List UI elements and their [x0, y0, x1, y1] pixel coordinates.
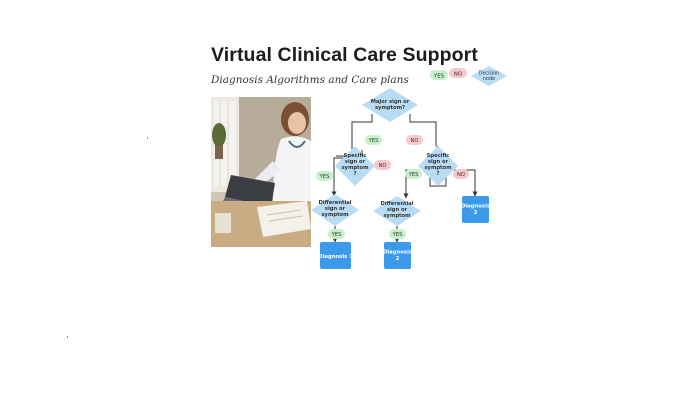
major-yes-label: YES: [368, 138, 379, 144]
differential-left-line-1: Differential: [318, 200, 351, 206]
legend: YES NO Decision node: [430, 66, 507, 86]
legend-no-label: NO: [454, 72, 463, 78]
stray-dot: [147, 137, 148, 139]
legend-yes-pill: [430, 70, 448, 80]
differential-left-line-3: symptom: [321, 212, 348, 218]
major-line-2: symptom?: [375, 105, 405, 111]
legend-yes-label: YES: [433, 74, 445, 80]
legend-decision-line-2: node: [483, 76, 495, 82]
left-yes-pill: [316, 171, 333, 181]
diagnosis-2-box: Diagnosis 2: [383, 242, 412, 269]
diagnosis-3-box: Diagnosis 3: [461, 196, 490, 223]
major-line-1: Major sign or: [371, 99, 410, 105]
page-title: Virtual Clinical Care Support: [211, 44, 478, 66]
differential-sign-decision-node-left: Differential sign or symptom: [311, 194, 359, 226]
differential-left-line-2: sign or: [325, 206, 346, 212]
diagnosis-2-line-2: 2: [396, 256, 400, 262]
specific-sign-decision-node-left: Specific sign or symptom ?: [335, 146, 375, 186]
differential-right-line-1: Differential: [380, 201, 413, 207]
major-no-label: NO: [411, 138, 419, 144]
specific-right-line-4: ?: [436, 171, 439, 177]
diagnosis-1-label: Diagnosis 1: [318, 254, 353, 260]
specific-sign-decision-node-right: Specific sign or symptom ?: [418, 146, 458, 186]
legend-decision-line-1: Decision: [479, 71, 499, 77]
legend-decision-node-diamond: [471, 66, 507, 86]
left-no-pill: [374, 160, 391, 170]
stray-dot: [67, 336, 68, 338]
major-yes-pill: [365, 135, 382, 145]
diagnosis-1-box: Diagnosis 1: [318, 242, 353, 269]
specific-right-line-2: sign or: [428, 159, 449, 165]
diagnosis-3-line-1: Diagnosis: [461, 204, 490, 210]
legend-no-pill: [449, 68, 467, 78]
specific-left-line-2: sign or: [345, 159, 366, 165]
diff-left-yes-label: YES: [331, 232, 342, 238]
major-no-pill: [406, 135, 423, 145]
specific-right-line-3: symptom: [424, 165, 451, 171]
clinician-photo: [211, 97, 311, 247]
diff-right-yes-label: YES: [392, 232, 403, 238]
left-yes-label: YES: [319, 174, 330, 180]
diff-right-yes-pill: [389, 229, 406, 239]
right-yes-label: YES: [408, 172, 419, 178]
left-no-label: NO: [379, 163, 387, 169]
specific-left-line-1: Specific: [344, 153, 367, 159]
differential-right-line-2: sign or: [387, 207, 408, 213]
differential-sign-decision-node-right: Differential sign or symptom: [373, 196, 421, 226]
page-subtitle: Diagnosis Algorithms and Care plans: [211, 74, 409, 86]
specific-right-line-1: Specific: [427, 153, 450, 159]
specific-left-line-3: symptom: [341, 165, 368, 171]
diagnosis-3-line-2: 3: [474, 210, 478, 216]
diagnosis-2-line-1: Diagnosis: [383, 250, 412, 256]
differential-right-line-3: symptom: [383, 213, 410, 219]
major-sign-decision-node: Major sign or symptom?: [362, 88, 418, 122]
right-no-pill: [453, 169, 469, 179]
right-no-label: NO: [457, 172, 465, 178]
right-yes-pill: [405, 169, 422, 179]
specific-left-line-4: ?: [353, 171, 356, 177]
diff-left-yes-pill: [328, 229, 345, 239]
